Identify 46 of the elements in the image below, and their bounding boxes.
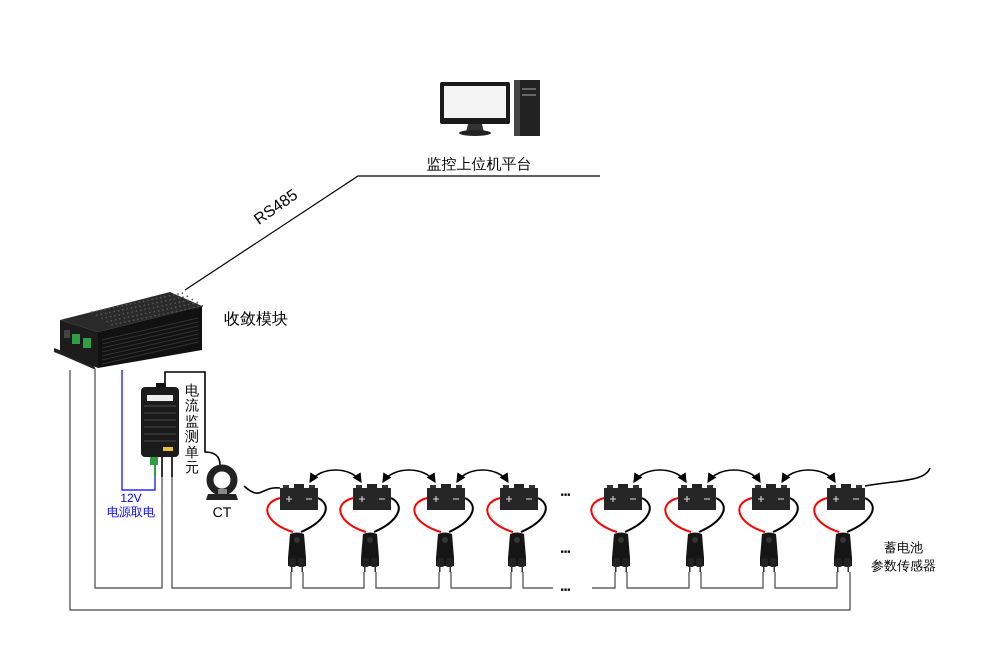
connector-line xyxy=(121,370,156,491)
connector-line xyxy=(700,572,764,589)
wire xyxy=(738,497,766,533)
text-label: ··· xyxy=(560,486,570,506)
connector-line xyxy=(309,469,362,483)
wire xyxy=(374,497,400,533)
module-label: 收敛模块 xyxy=(224,310,288,330)
text-label: 参数传感器 xyxy=(871,557,936,575)
wire xyxy=(590,497,618,533)
connector-line xyxy=(626,572,690,589)
wire xyxy=(266,497,294,533)
connector-line xyxy=(382,469,436,483)
unit-label: 电流监测单元 xyxy=(185,383,199,476)
wire xyxy=(846,497,874,533)
connector-line xyxy=(375,572,440,589)
connector-line xyxy=(450,572,512,589)
wire xyxy=(664,497,692,533)
platform-label: 监控上位机平台 xyxy=(426,156,532,174)
wire xyxy=(772,497,799,533)
connector-line xyxy=(69,370,851,611)
wire xyxy=(813,497,840,533)
ct-label: CT xyxy=(212,504,232,520)
wire xyxy=(486,497,514,533)
wire xyxy=(300,497,327,533)
connector-line xyxy=(774,572,838,589)
wire xyxy=(698,497,725,533)
connector-line xyxy=(864,468,931,487)
wire xyxy=(624,497,651,533)
connector-line xyxy=(781,469,836,483)
connector-line xyxy=(302,572,365,589)
wire xyxy=(413,497,442,533)
connector-line xyxy=(94,370,163,589)
text-label: ··· xyxy=(560,581,570,601)
connector-line xyxy=(522,572,553,589)
wire xyxy=(448,497,474,533)
connector-line xyxy=(456,469,509,483)
wire xyxy=(520,497,547,533)
connector-line xyxy=(171,477,292,589)
wire xyxy=(339,497,366,533)
text-label: 蓄电池 xyxy=(884,539,923,557)
connector-line xyxy=(184,175,601,290)
connector-line xyxy=(707,469,761,483)
connector-line xyxy=(592,572,616,589)
connector-line xyxy=(633,469,687,483)
text-label: ··· xyxy=(560,543,570,563)
connector-line xyxy=(244,485,280,494)
